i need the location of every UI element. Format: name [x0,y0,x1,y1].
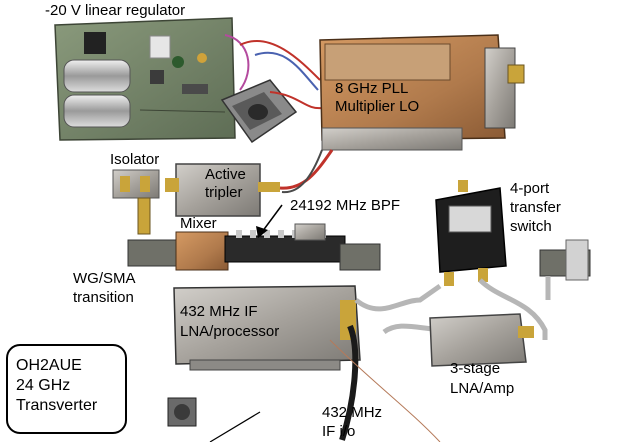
switch-label-line2: transfer [510,199,561,216]
waveguide-bpf [127,223,381,271]
pll-label-line2: Multiplier LO [335,98,420,115]
lna-label-line1: 3-stage [450,360,501,377]
transformer [220,79,298,144]
bpf-label: 24192 MHz BPF [290,197,401,214]
isolator [112,169,160,235]
if-label-line2: LNA/processor [180,323,280,340]
if-label-line1: 432 MHz IF [180,303,258,320]
isolator-label: Isolator [110,151,160,168]
wgsma-label-line2: transition [73,289,134,306]
regulator-board [54,17,236,141]
mixer-label: Mixer [180,215,217,232]
ifio-label-line1: 432 MHz [322,404,383,421]
lna-label-line2: LNA/Amp [450,380,515,397]
right-wg-transition [539,239,591,281]
wgsma-label-line1: WG/SMA [73,270,136,287]
n-connector [167,397,197,427]
tripler-label-line2: tripler [205,184,243,201]
lna-amp [429,313,534,367]
badge-band: 24 GHz [16,377,71,394]
switch-label-line1: 4-port [510,180,550,197]
pll-lo-module [319,34,525,151]
active-tripler [165,163,280,217]
if-processor-box [173,285,361,371]
ifio-label-line2: IF i/o [322,423,356,440]
tripler-label-line1: Active [205,166,246,183]
badge-device: Transverter [16,397,98,414]
badge-callsign: OH2AUE [16,357,82,374]
project-badge: OH2AUE 24 GHz Transverter [6,344,127,434]
regulator-label: -20 V linear regulator [45,2,186,19]
switch-label-line3: switch [510,218,552,235]
transfer-switch [435,180,507,286]
pll-label-line1: 8 GHz PLL [335,80,409,97]
